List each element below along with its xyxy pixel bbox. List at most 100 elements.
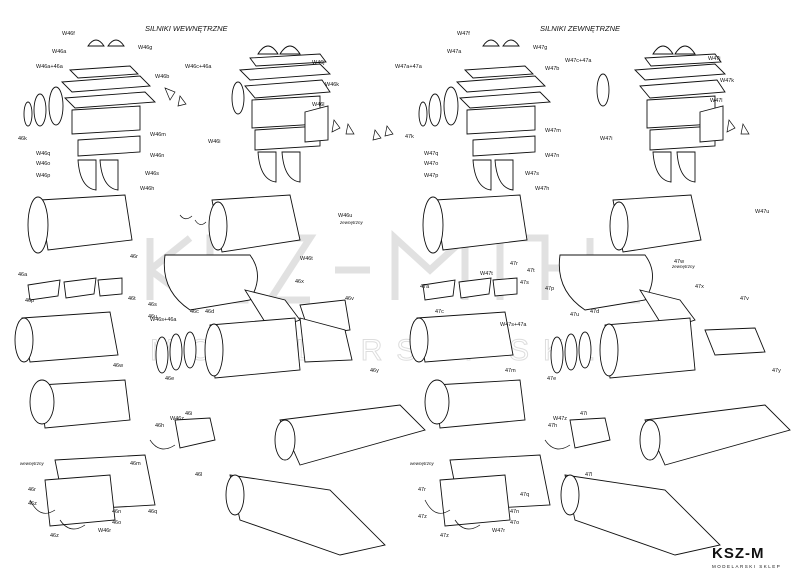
part-label: 47a <box>420 284 430 290</box>
part-label: W46c+46a <box>185 64 212 70</box>
part-label: 46l <box>195 472 202 478</box>
part-label: W47s+47a <box>500 322 527 328</box>
part-label: 47p <box>545 286 554 292</box>
part-label: W47k <box>720 78 734 84</box>
part-label: 47r <box>510 261 518 267</box>
part-label: 47l <box>585 472 592 478</box>
part-label: 46c <box>190 309 199 315</box>
part-label: 47s <box>520 280 529 286</box>
right-part-labels: W47f W47g W47a W47c+47a W47a+47a W47j W4… <box>395 31 781 539</box>
part-label: 46h <box>155 423 164 429</box>
part-label: W46t <box>300 256 313 262</box>
part-label: W47f <box>457 31 470 37</box>
part-label: 47z <box>440 533 449 539</box>
part-label: 46r <box>130 254 138 260</box>
part-label: 46s <box>148 302 157 308</box>
part-label: 46t <box>128 296 136 302</box>
part-label: 47z <box>418 514 427 520</box>
part-label: 46i <box>185 411 192 417</box>
part-label: 46v <box>345 296 354 302</box>
part-label: W46m <box>150 132 166 138</box>
part-label: 47u <box>570 312 579 318</box>
part-label: 47w <box>674 259 684 265</box>
part-label: 46n <box>112 509 121 515</box>
part-label: 47y <box>772 368 781 374</box>
part-label: 46u <box>148 314 157 320</box>
part-label: 46o <box>112 520 121 526</box>
part-label: 46x <box>295 279 304 285</box>
part-label: W47t <box>480 271 493 277</box>
part-label: W46o <box>36 161 50 167</box>
part-label: W46s <box>145 171 159 177</box>
small-label: wewnętrzny <box>20 461 45 466</box>
part-label: 46a <box>18 272 28 278</box>
part-label: W47j <box>708 56 721 62</box>
part-label: W46j <box>312 60 325 66</box>
part-label: W46u <box>338 213 352 219</box>
part-label: W47s <box>525 171 539 177</box>
part-label: W46p <box>36 173 50 179</box>
part-label: W47m <box>545 128 561 134</box>
part-label: 47o <box>510 520 519 526</box>
part-label: W47p <box>424 173 438 179</box>
part-label: 47k <box>405 134 414 140</box>
left-part-labels: W46f W46g W46a W46c+46a W46a+46a W46j W4… <box>18 31 379 539</box>
part-label: 47v <box>740 296 749 302</box>
right-title: SILNIKI ZEWNĘTRZNE <box>540 24 621 33</box>
part-label: 47d <box>590 309 599 315</box>
part-label: 47n <box>510 509 519 515</box>
part-label: W47a+47a <box>395 64 423 70</box>
part-label: 46d <box>205 309 214 315</box>
part-label: W46a+46a <box>36 64 64 70</box>
part-label: 46m <box>130 461 141 467</box>
part-label: 46e <box>165 376 174 382</box>
logo-text: KSZ-M <box>712 545 765 562</box>
part-label: W47c+47a <box>565 58 592 64</box>
part-label: 47x <box>695 284 704 290</box>
logo-sub: MODELARSKI SKLEP <box>712 564 781 569</box>
part-label: W46q <box>36 151 50 157</box>
left-title: SILNIKI WEWNĘTRZNE <box>145 24 229 33</box>
part-label: W47h <box>535 186 549 192</box>
part-label: W47z <box>553 416 567 422</box>
part-label: 47q <box>520 492 529 498</box>
part-label: W47b <box>545 66 559 72</box>
part-label: 46y <box>370 368 379 374</box>
part-label: W47o <box>424 161 438 167</box>
part-label: W46a <box>52 49 67 55</box>
part-label: W46b <box>155 74 169 80</box>
part-label: 46r <box>28 487 36 493</box>
part-label: W46l <box>312 102 325 108</box>
part-label: 46p <box>25 298 34 304</box>
part-label: 47r <box>418 487 426 493</box>
part-label: W46s+46a <box>150 317 177 323</box>
part-label: 46w <box>113 363 123 369</box>
part-label: 47t <box>527 268 535 274</box>
small-label: zewnętrzny <box>671 264 696 269</box>
part-label: W46n <box>150 153 164 159</box>
part-label: 46k <box>18 136 27 142</box>
part-label: 47h <box>548 423 557 429</box>
part-label: W46i <box>208 139 221 145</box>
part-label: W47q <box>424 151 438 157</box>
part-label: 46z <box>28 501 37 507</box>
part-label: W46k <box>325 82 339 88</box>
part-label: W47l <box>710 98 723 104</box>
part-label: W47a <box>447 49 462 55</box>
right-group <box>372 39 791 556</box>
part-label: W47g <box>533 45 547 51</box>
part-label: 46q <box>148 509 157 515</box>
brand-logo: KSZ-M MODELARSKI SKLEP <box>712 545 781 569</box>
small-label: zewnętrzny <box>339 220 364 225</box>
part-label: W46z <box>170 416 184 422</box>
part-label: W46f <box>62 31 75 37</box>
part-label: W47r <box>492 528 505 534</box>
part-label: 47e <box>547 376 556 382</box>
part-label: W46r <box>98 528 111 534</box>
left-group <box>14 39 426 556</box>
part-label: 47m <box>505 368 516 374</box>
part-label: 47c <box>435 309 444 315</box>
part-label: 47i <box>580 411 587 417</box>
part-label: W46h <box>140 186 154 192</box>
